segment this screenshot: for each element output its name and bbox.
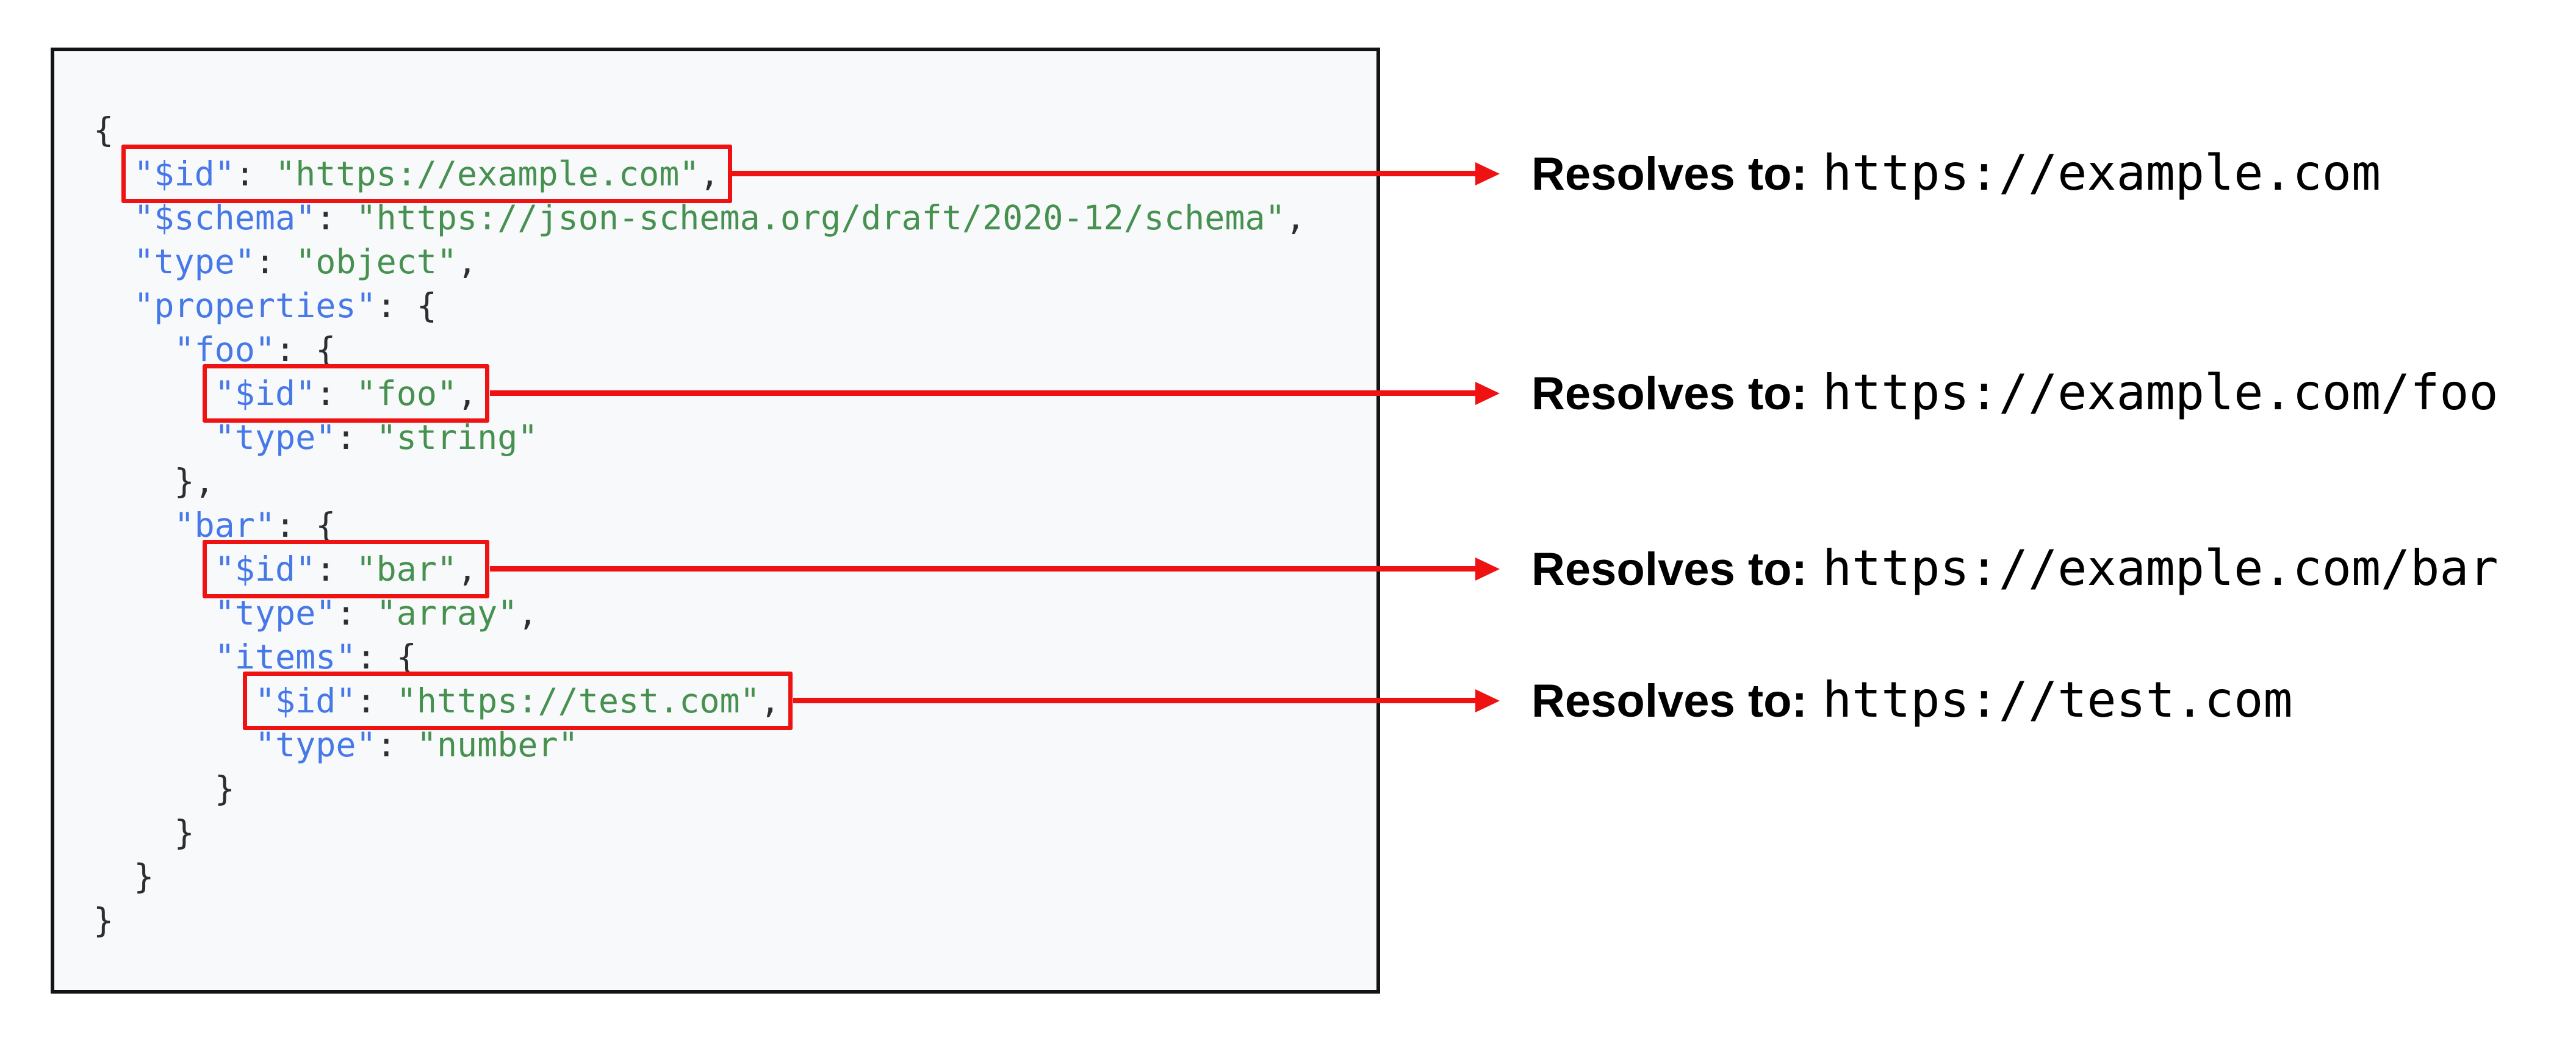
code-token-pun: } bbox=[214, 769, 235, 808]
code-line: "type": "array", bbox=[93, 591, 1364, 635]
code-token-pun: : { bbox=[356, 637, 417, 676]
code-line: "bar": { bbox=[93, 503, 1364, 547]
arrow-line-2 bbox=[490, 390, 1478, 396]
code-token-key: "$schema" bbox=[134, 198, 316, 237]
annotation-value: https://example.com bbox=[1822, 145, 2381, 201]
code-token-pun: : bbox=[254, 242, 296, 281]
code-line: "$id": "bar", bbox=[93, 540, 1364, 598]
code-token-key: "foo" bbox=[174, 330, 276, 369]
annotation-value: https://example.com/bar bbox=[1822, 540, 2499, 597]
code-line: } bbox=[93, 898, 1364, 942]
code-token-pun: , bbox=[760, 681, 780, 720]
code-token-str: "https://example.com" bbox=[275, 154, 700, 193]
code-token-pun: : bbox=[315, 198, 356, 237]
code-token-pun: : { bbox=[376, 286, 437, 325]
highlight-box: "$id": "https://example.com", bbox=[121, 145, 732, 203]
arrow-head-icon-4 bbox=[1475, 689, 1500, 712]
arrow-head-icon-2 bbox=[1475, 382, 1500, 405]
code-line: "$id": "foo", bbox=[93, 364, 1364, 423]
code-token-pun: , bbox=[457, 242, 478, 281]
annotation-row-2: Resolves to: https://example.com/foo bbox=[1531, 364, 2499, 421]
annotation-label: Resolves to: bbox=[1531, 368, 1807, 420]
code-token-str: "string" bbox=[376, 418, 538, 457]
code-token-pun: : bbox=[315, 374, 356, 413]
code-token-str: "number" bbox=[416, 725, 578, 764]
annotation-value: https://test.com bbox=[1822, 672, 2293, 728]
code-token-pun: } bbox=[134, 857, 154, 896]
code-token-key: "properties" bbox=[134, 286, 376, 325]
code-token-key: "$id" bbox=[214, 550, 316, 589]
code-panel: { "$id": "https://example.com", "$schema… bbox=[51, 48, 1380, 994]
code-token-str: "https://json-schema.org/draft/2020-12/s… bbox=[356, 198, 1286, 237]
code-token-pun: } bbox=[93, 901, 114, 940]
arrow-line-3 bbox=[490, 566, 1478, 572]
code-line: "type": "object", bbox=[93, 240, 1364, 284]
code-token-key: "$id" bbox=[214, 374, 316, 413]
highlight-box: "$id": "foo", bbox=[202, 364, 490, 423]
code-token-key: "type" bbox=[214, 418, 336, 457]
code-token-str: "foo" bbox=[356, 374, 458, 413]
annotation-row-4: Resolves to: https://test.com bbox=[1531, 672, 2293, 728]
code-line: "$schema": "https://json-schema.org/draf… bbox=[93, 196, 1364, 240]
code-token-pun: }, bbox=[174, 462, 215, 501]
code-line: } bbox=[93, 767, 1364, 811]
code-token-str: "https://test.com" bbox=[396, 681, 760, 720]
code-line: { bbox=[93, 108, 1364, 152]
code-token-pun: : bbox=[356, 681, 397, 720]
annotation-label: Resolves to: bbox=[1531, 543, 1807, 595]
annotation-row-1: Resolves to: https://example.com bbox=[1531, 145, 2381, 201]
code-token-key: "type" bbox=[214, 593, 336, 633]
code-token-str: "array" bbox=[376, 593, 518, 633]
annotation-value: https://example.com/foo bbox=[1822, 364, 2499, 421]
annotation-label: Resolves to: bbox=[1531, 675, 1807, 727]
code-line: "items": { bbox=[93, 635, 1364, 679]
highlight-box: "$id": "bar", bbox=[202, 540, 490, 598]
code-token-str: "object" bbox=[295, 242, 458, 281]
arrow-head-icon-1 bbox=[1475, 162, 1500, 185]
code-token-pun: : bbox=[376, 725, 417, 764]
annotation-label: Resolves to: bbox=[1531, 148, 1807, 200]
arrow-line-1 bbox=[732, 171, 1478, 176]
code-token-pun: { bbox=[93, 110, 114, 149]
highlight-box: "$id": "https://test.com", bbox=[242, 672, 793, 730]
arrow-head-icon-3 bbox=[1475, 557, 1500, 581]
annotation-row-3: Resolves to: https://example.com/bar bbox=[1531, 540, 2499, 597]
code-token-pun: , bbox=[457, 374, 478, 413]
arrow-line-4 bbox=[793, 698, 1478, 703]
code-token-pun: : bbox=[336, 418, 376, 457]
code-block: { "$id": "https://example.com", "$schema… bbox=[54, 51, 1376, 942]
code-line: "$id": "https://test.com", bbox=[93, 672, 1364, 730]
code-token-pun: , bbox=[699, 154, 720, 193]
code-token-pun: } bbox=[174, 813, 195, 852]
code-token-pun: , bbox=[517, 593, 538, 633]
code-token-str: "bar" bbox=[356, 550, 458, 589]
code-token-pun: : bbox=[315, 550, 356, 589]
code-line: }, bbox=[93, 459, 1364, 503]
code-token-pun: , bbox=[1285, 198, 1306, 237]
code-token-pun: : bbox=[336, 593, 376, 633]
code-line: "type": "number" bbox=[93, 723, 1364, 767]
code-token-key: "type" bbox=[254, 725, 376, 764]
code-token-key: "$id" bbox=[254, 681, 356, 720]
code-line: "properties": { bbox=[93, 284, 1364, 328]
code-token-pun: : { bbox=[275, 506, 336, 545]
code-line: "$id": "https://example.com", bbox=[93, 145, 1364, 203]
code-token-pun: , bbox=[457, 550, 478, 589]
code-line: } bbox=[93, 811, 1364, 855]
code-token-pun: : { bbox=[275, 330, 336, 369]
code-token-key: "type" bbox=[134, 242, 255, 281]
code-line: "type": "string" bbox=[93, 415, 1364, 459]
code-line: } bbox=[93, 855, 1364, 898]
code-line: "foo": { bbox=[93, 328, 1364, 371]
code-token-key: "items" bbox=[214, 637, 356, 676]
code-token-key: "bar" bbox=[174, 506, 276, 545]
code-token-key: "$id" bbox=[134, 154, 235, 193]
code-token-pun: : bbox=[234, 154, 276, 193]
